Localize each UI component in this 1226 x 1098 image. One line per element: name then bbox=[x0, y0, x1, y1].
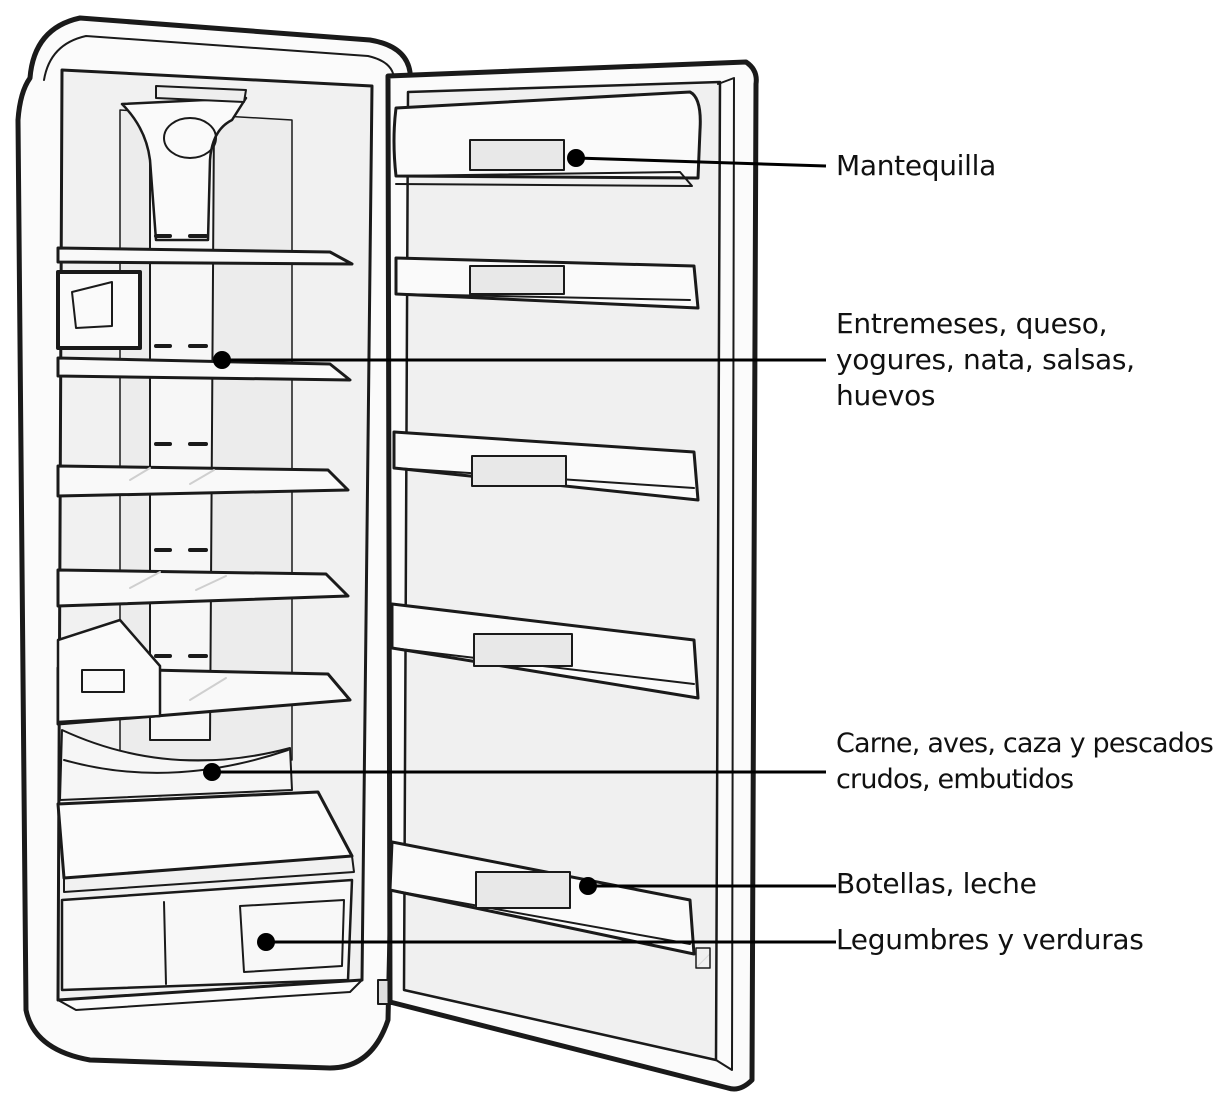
label-line: yogures, nata, salsas, bbox=[836, 343, 1135, 376]
fridge-cabinet bbox=[15, 15, 413, 1071]
label-line: crudos, embutidos bbox=[836, 764, 1074, 795]
leader-lines bbox=[203, 149, 836, 951]
label-carne: Carne, aves, caza y pescados crudos, emb… bbox=[836, 726, 1214, 798]
label-line: Entremeses, queso, bbox=[836, 307, 1108, 340]
label-botellas: Botellas, leche bbox=[836, 866, 1037, 902]
label-line: Carne, aves, caza y pescados bbox=[836, 728, 1214, 759]
label-mantequilla: Mantequilla bbox=[836, 148, 996, 184]
label-entremeses: Entremeses, queso, yogures, nata, salsas… bbox=[836, 306, 1135, 414]
label-line: huevos bbox=[836, 379, 936, 412]
label-line: Botellas, leche bbox=[836, 867, 1037, 900]
label-line: Mantequilla bbox=[836, 149, 996, 182]
label-line: Legumbres y verduras bbox=[836, 923, 1144, 956]
label-legumbres: Legumbres y verduras bbox=[836, 922, 1144, 958]
fridge-door bbox=[385, 59, 759, 1092]
